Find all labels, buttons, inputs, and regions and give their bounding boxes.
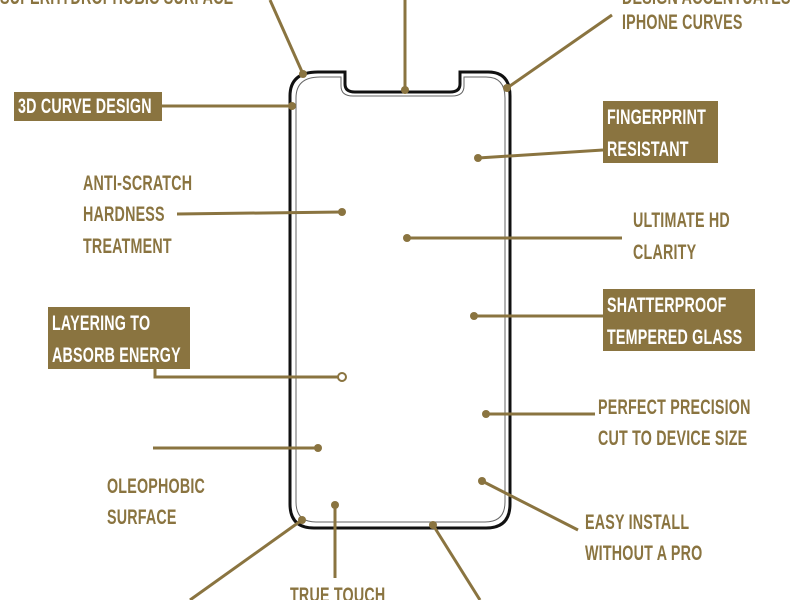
label-surface: SURFACE (107, 506, 177, 529)
label-layering: LAYERING TO (52, 312, 151, 335)
label-superhydrophobic: SUPERHYDROPHOBIC SURFACE (0, 0, 233, 13)
label-iphone-curves: IPHONE CURVES (622, 11, 743, 34)
label-box-shatterproof: SHATTERPROOF TEMPERED GLASS (603, 289, 755, 351)
label-fingerprint: FINGERPRINT (607, 106, 707, 129)
label-oleophobic: OLEOPHOBIC (107, 475, 206, 498)
label-box-fingerprint: FINGERPRINT RESISTANT (603, 101, 718, 163)
callout-dots (288, 70, 511, 529)
label-shatterproof: SHATTERPROOF (607, 294, 727, 317)
label-cut-to-size: CUT TO DEVICE SIZE (598, 427, 748, 450)
label-absorb-energy: ABSORB ENERGY (52, 344, 181, 367)
label-clarity: CLARITY (633, 241, 697, 264)
label-design-accentuates: DESIGN ACCENTUATES (622, 0, 791, 13)
callout-lines (153, 0, 622, 600)
label-perfect-precision: PERFECT PRECISION (598, 396, 751, 419)
phone-outline (288, 70, 512, 530)
label-tempered-glass: TEMPERED GLASS (607, 326, 743, 349)
label-3d-curve: 3D CURVE DESIGN (18, 95, 152, 118)
label-true-touch: TRUE TOUCH (290, 584, 386, 600)
label-box-3d-curve: 3D CURVE DESIGN (14, 92, 162, 121)
label-treatment: TREATMENT (83, 235, 172, 258)
label-ultimate-hd: ULTIMATE HD (633, 209, 730, 232)
label-easy-install: EASY INSTALL (585, 511, 690, 534)
label-hardness: HARDNESS (83, 203, 165, 226)
label-box-layering: LAYERING TO ABSORB ENERGY (48, 307, 190, 369)
label-without-pro: WITHOUT A PRO (585, 542, 703, 565)
label-resistant: RESISTANT (607, 138, 689, 161)
phone-inner-outline (295, 76, 506, 523)
label-anti-scratch: ANTI-SCRATCH (83, 172, 193, 195)
